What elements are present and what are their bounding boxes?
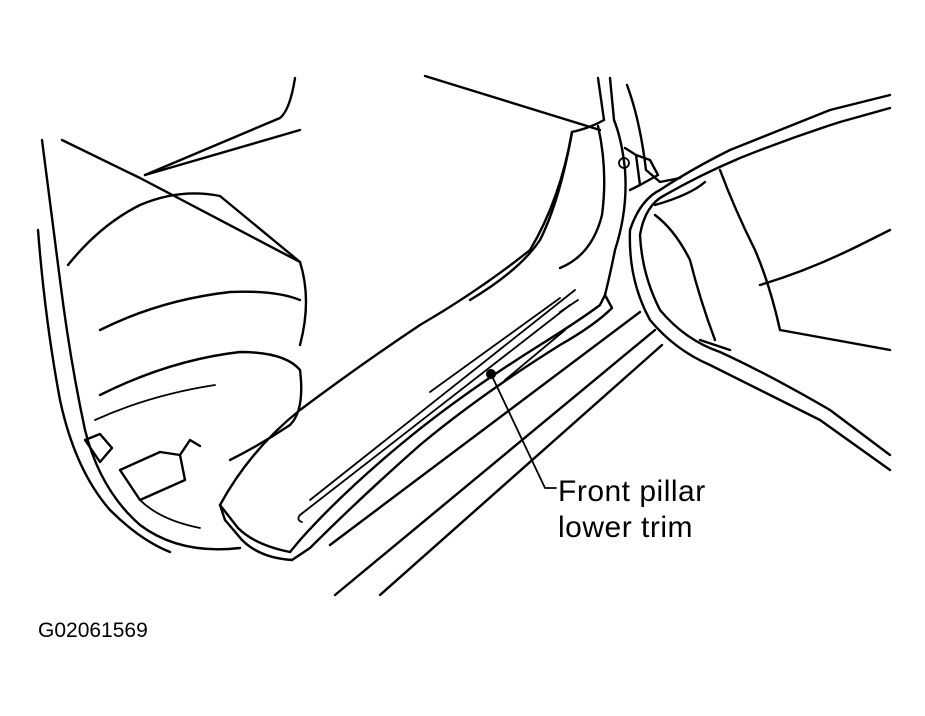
rocker-panel bbox=[328, 310, 664, 597]
callout-leader bbox=[486, 369, 557, 489]
pillar-outline bbox=[468, 76, 682, 302]
front-pillar-lower-trim bbox=[218, 130, 614, 562]
open-door bbox=[628, 93, 892, 472]
callout-label-line1: Front pillar bbox=[558, 475, 706, 508]
seat-outline bbox=[60, 76, 308, 462]
callout-label: Front pillar lower trim bbox=[558, 474, 706, 546]
left-door-panel bbox=[36, 138, 242, 554]
figure-id: G02061569 bbox=[38, 619, 148, 642]
floor-lines bbox=[143, 74, 602, 177]
callout-label-line2: lower trim bbox=[558, 511, 694, 544]
